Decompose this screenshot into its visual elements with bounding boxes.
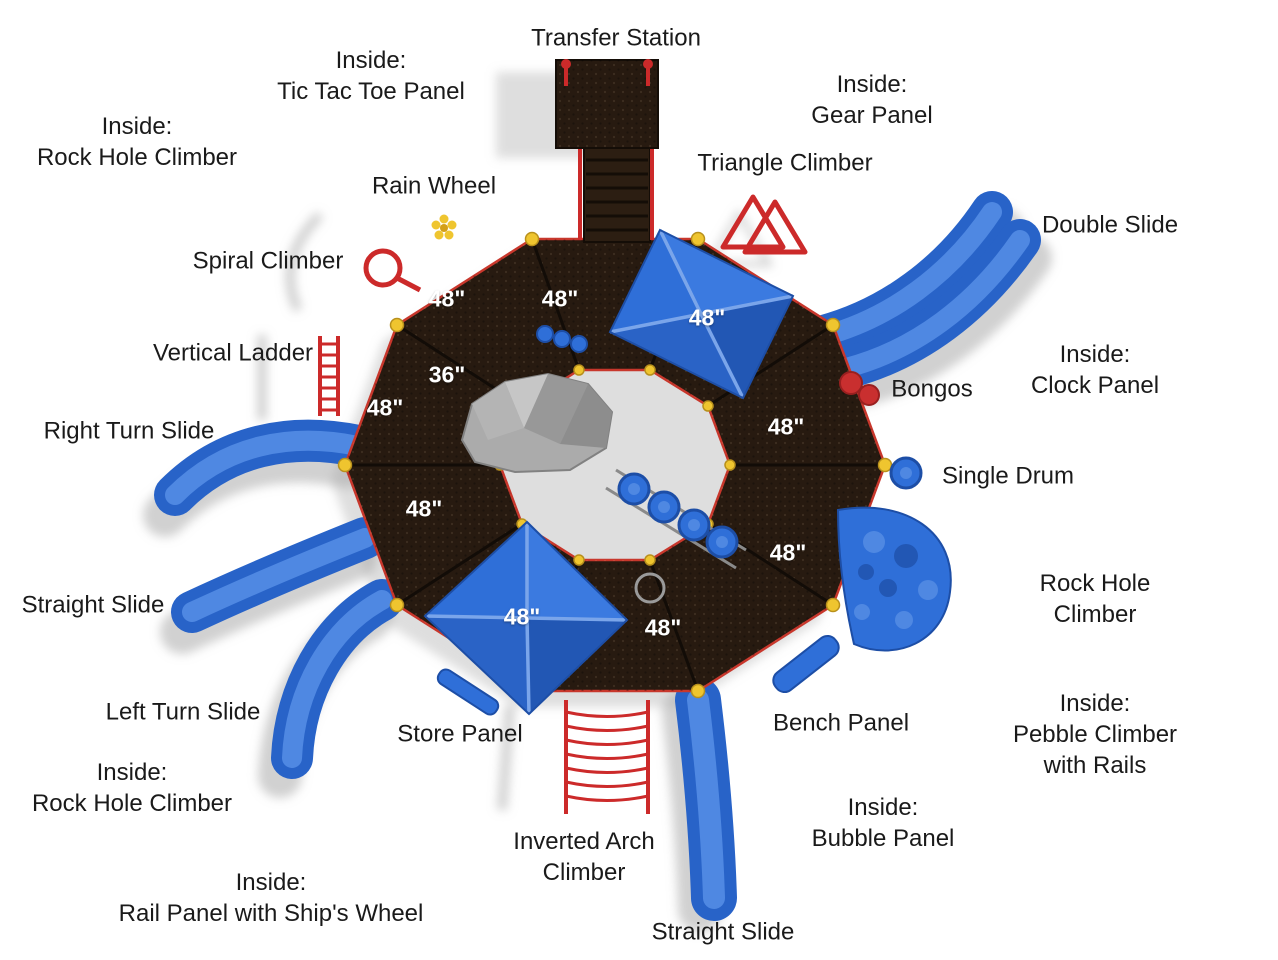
label-left-turn-slide: Left Turn Slide [105, 698, 261, 726]
spiral-climber-graphic [363, 248, 422, 293]
label-transfer-station: Transfer Station [531, 24, 701, 52]
deck-48-top: 48" [541, 285, 579, 312]
deck-36-left: 36" [428, 361, 466, 388]
label-double-slide: Double Slide [1041, 211, 1179, 239]
single-drum-graphic [889, 456, 923, 490]
label-inside-clock-panel: Inside: Clock Panel [1030, 340, 1160, 399]
lower-roof-pyramid [423, 520, 629, 716]
store-panel-graphic [436, 668, 500, 716]
rock-boulder [460, 372, 614, 474]
triangle-climber-graphic [720, 194, 808, 255]
deck-48-lower-right: 48" [769, 539, 807, 566]
floor-drums [605, 468, 747, 604]
label-store-panel: Store Panel [397, 720, 523, 748]
transfer-station-graphic [555, 59, 659, 243]
label-vertical-ladder: Vertical Ladder [152, 339, 314, 367]
label-inside-rail-panel-ships-wheel: Inside: Rail Panel with Ship's Wheel [118, 868, 424, 927]
label-inside-tic-tac-toe-panel: Inside: Tic Tac Toe Panel [277, 46, 465, 105]
label-inside-bubble-panel: Inside: Bubble Panel [811, 793, 955, 852]
vertical-ladder-graphic [318, 336, 340, 416]
rain-wheel-graphic [431, 214, 457, 240]
label-bongos: Bongos [891, 375, 973, 403]
deck-48-right: 48" [767, 413, 805, 440]
label-right-turn-slide: Right Turn Slide [43, 417, 215, 445]
deck-48-roof-upper: 48" [688, 304, 726, 331]
label-spiral-climber: Spiral Climber [192, 247, 344, 275]
bench-panel-graphic [772, 634, 840, 694]
label-inside-rock-hole-climber-lower: Inside: Rock Hole Climber [31, 758, 233, 817]
label-single-drum: Single Drum [941, 462, 1075, 490]
label-inverted-arch-climber: Inverted Arch Climber [513, 827, 655, 886]
label-inside-pebble-climber-with-rails: Inside: Pebble Climber with Rails [1012, 690, 1178, 780]
label-triangle-climber: Triangle Climber [697, 149, 873, 177]
tic-tac-toe-panel-graphic [536, 325, 588, 353]
straight-slide-left-graphic [171, 517, 386, 633]
label-straight-slide-left: Straight Slide [21, 591, 165, 619]
bongos-graphic [839, 371, 880, 406]
straight-slide-bottom-graphic [675, 677, 737, 921]
double-slide-graphic [803, 191, 1041, 389]
label-inside-gear-panel: Inside: Gear Panel [811, 70, 933, 129]
rock-hole-climber-graphic [836, 506, 952, 652]
left-turn-slide-graphic [271, 579, 403, 779]
right-turn-slide-graphic [154, 419, 379, 516]
deck-48-left: 48" [366, 394, 404, 421]
deck-48-lower-left: 48" [405, 495, 443, 522]
deck-48-top-left: 48" [428, 285, 466, 312]
label-rain-wheel: Rain Wheel [371, 172, 497, 200]
label-bench-panel: Bench Panel [772, 709, 910, 737]
deck-48-bottom: 48" [644, 614, 682, 641]
label-rock-hole-climber-right: Rock Hole Climber [1039, 569, 1151, 628]
deck-48-roof-lower: 48" [503, 603, 541, 630]
upper-roof-pyramid [608, 228, 795, 400]
label-straight-slide-bottom: Straight Slide [651, 918, 795, 946]
label-inside-rock-hole-climber-upper: Inside: Rock Hole Climber [36, 112, 238, 171]
inverted-arch-climber-graphic [564, 700, 650, 814]
